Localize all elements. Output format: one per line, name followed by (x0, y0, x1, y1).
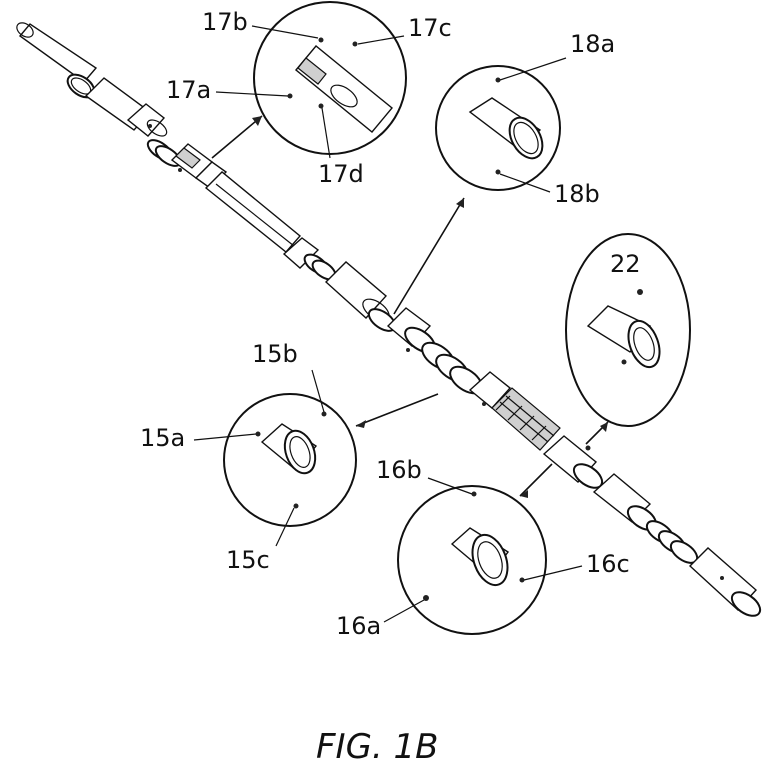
splined-coupler (170, 143, 228, 189)
grooved-sleeve (282, 237, 337, 281)
label-18a: 18a (570, 30, 615, 58)
leader-16b (427, 477, 473, 495)
label-16c: 16c (586, 550, 630, 578)
callout-16 (397, 463, 553, 635)
label-16a: 16a (336, 612, 381, 640)
seal-rings-mid (421, 341, 483, 395)
leader-18a (499, 57, 567, 81)
callout-17 (211, 1, 407, 159)
leader-18b (499, 173, 551, 193)
label-15a: 15a (140, 424, 185, 452)
long-mandrel (204, 171, 302, 253)
leader-17c (357, 35, 405, 45)
figure-caption: FIG. 1B (316, 727, 439, 767)
leader-15b (311, 369, 325, 413)
leader-bubble-18 (393, 197, 465, 315)
leader-15c (275, 507, 295, 547)
label-16b: 16b (376, 456, 422, 484)
reference-labels: 17b 17c 17a 17d 18a 18b 22 15b 15a 15c 1… (140, 8, 641, 640)
callout-18 (393, 65, 561, 315)
label-17b: 17b (202, 8, 248, 36)
leader-17a (215, 91, 289, 97)
leader-bubble-16 (519, 463, 553, 497)
leader-bubble-17 (211, 115, 263, 159)
label-22: 22 (610, 250, 641, 278)
leader-15a (193, 433, 257, 441)
label-18b: 18b (554, 180, 600, 208)
label-15b: 15b (252, 340, 298, 368)
leader-16c (523, 565, 583, 581)
coupler-sleeve (468, 371, 512, 409)
leader-17d (321, 107, 331, 159)
bottom-end-cap (688, 547, 762, 617)
label-17a: 17a (166, 76, 211, 104)
mid-housing (324, 261, 397, 332)
lower-sub (542, 435, 604, 489)
label-17c: 17c (408, 14, 452, 42)
tool-string (16, 22, 762, 617)
seal-rings-lower (645, 520, 699, 564)
callout-15 (223, 393, 439, 527)
callout-22 (565, 233, 691, 445)
leader-bubble-15 (355, 393, 439, 427)
collet-spring (491, 387, 561, 451)
leader-16a (383, 599, 425, 623)
label-15c: 15c (226, 546, 270, 574)
leader-17b (251, 25, 319, 39)
label-17d: 17d (318, 160, 364, 188)
top-tube (16, 22, 98, 99)
sleeve-upper (84, 77, 168, 137)
